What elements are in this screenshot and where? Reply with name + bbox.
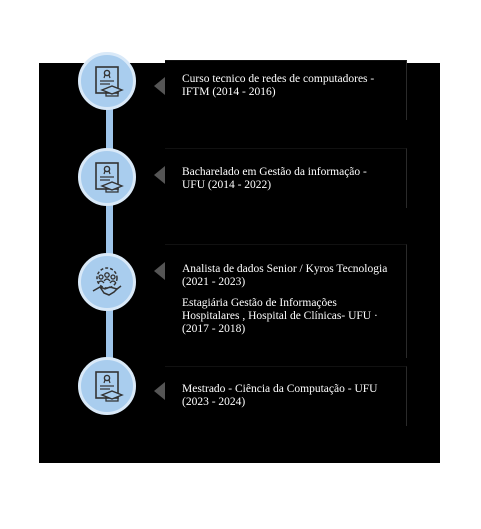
timeline-node-3: [78, 253, 136, 311]
timeline-text: Estagiária Gestão de Informações Hospita…: [182, 297, 378, 335]
timeline-card-2: Bacharelado em Gestão da informação - UF…: [165, 148, 407, 208]
timeline-connector: [106, 310, 113, 360]
diploma-graduation-icon: [95, 66, 124, 97]
card-pointer: [154, 262, 165, 280]
timeline-connector: [106, 204, 113, 261]
timeline-connector: [106, 108, 113, 160]
team-handshake-icon: [92, 267, 122, 296]
timeline-card-1: Curso tecnico de redes de computadores -…: [165, 60, 407, 120]
timeline-text: Curso tecnico de redes de computadores -…: [182, 73, 375, 98]
timeline-text: Analista de dados Senior / Kyros Tecnolo…: [182, 263, 388, 288]
diploma-graduation-icon: [95, 162, 124, 193]
card-pointer: [154, 77, 165, 95]
timeline-node-2: [78, 148, 136, 206]
timeline-node-1: [78, 52, 136, 110]
timeline-text: Bacharelado em Gestão da informação - UF…: [182, 166, 367, 191]
card-pointer: [154, 382, 165, 400]
diploma-graduation-icon: [95, 371, 124, 402]
card-pointer: [154, 166, 165, 184]
timeline-node-4: [78, 357, 136, 415]
timeline-card-4: Mestrado - Ciência da Computação - UFU (…: [165, 366, 407, 426]
timeline-card-3: Analista de dados Senior / Kyros Tecnolo…: [165, 244, 407, 358]
timeline-text: Mestrado - Ciência da Computação - UFU (…: [182, 383, 378, 408]
